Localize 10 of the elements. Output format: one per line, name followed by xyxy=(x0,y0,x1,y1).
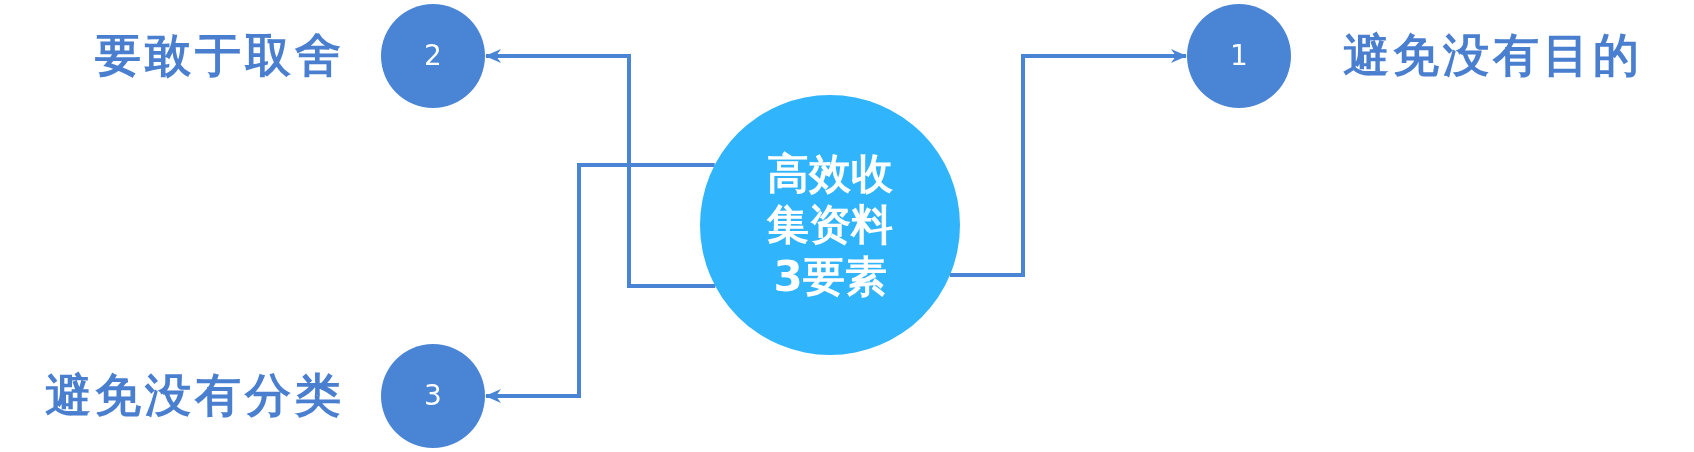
arrow xyxy=(950,49,1187,277)
number-label: 3 xyxy=(424,378,442,414)
topic-text: 高效收集资料3要素 xyxy=(766,148,894,302)
point-text: 避免没有分类 xyxy=(45,367,345,424)
point-text: 避免没有目的 xyxy=(1343,27,1643,84)
number-label: 1 xyxy=(1230,38,1248,74)
number-label: 2 xyxy=(424,38,442,74)
arrow xyxy=(485,163,715,403)
arrow xyxy=(485,49,716,288)
point-text: 要敢于取舍 xyxy=(95,27,345,84)
